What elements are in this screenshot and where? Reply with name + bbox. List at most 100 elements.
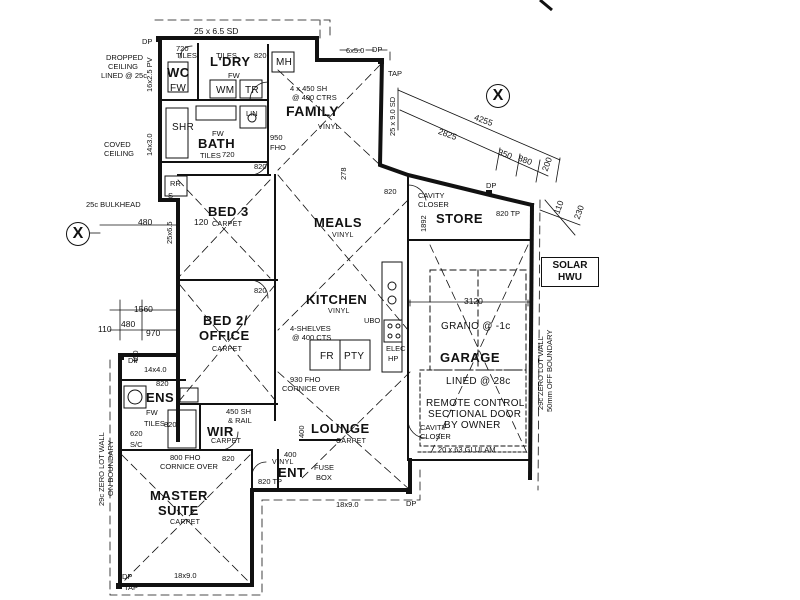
ceiling-lines [109,19,541,596]
trough-label: TR [245,85,259,96]
linen-label: LIN [246,109,258,118]
room-label-lounge: LOUNGE [311,421,370,436]
dp-ensuite: DP [128,356,139,365]
zero-lot-left-line2: ON BOUNDARY [106,440,115,496]
entry-floor: VINYL [272,459,294,466]
dim-620: 620 [130,429,143,438]
remote-door-line2: SECTIONAL DOOR [428,409,522,420]
dim-18x9-master: 18x9.0 [174,571,197,580]
fho-950-label: FHO [270,143,286,152]
shower-sc-label: S/C [130,440,143,449]
cornice-930-line1: 930 FHO [290,375,321,384]
zero-lot-right-line2: 50mm OFF BOUNDARY [545,329,554,412]
solar-hwu-line1: SOLAR [552,260,588,271]
pantry-label: PTY [344,351,365,362]
room-label-master-line2: SUITE [158,503,199,518]
room-label-bed2-line1: BED 2/ [203,313,248,328]
shelf-rail-line1: 450 SH [226,407,252,416]
dim-820-store: 820 [384,187,397,196]
bed2-floor: CARPET [212,346,243,353]
coved-ceiling-line2: CEILING [104,149,135,158]
room-label-bed3: BED 3 [208,204,249,219]
dim-14x4: 14x4.0 [144,365,167,374]
dp-store: DP [486,181,497,190]
robe-label: RR [170,179,181,188]
tiles-wc: TILES [176,51,197,60]
fuse-box-line2: BOX [316,473,332,482]
cavity-closer-garage-line1: CAVITY [420,423,447,432]
dim-3120: 3120 [464,296,483,306]
kitchen-floor: VINYL [328,308,350,315]
cornice-930-line2: CORNICE OVER [282,384,340,393]
cavity-closer-store-line2: CLOSER [418,200,449,209]
room-label-laundry: L'DRY [210,54,251,69]
master-floor: CARPET [170,519,201,526]
dim-400-b: 400 [297,425,306,438]
dim-450: 450 [131,350,140,363]
zero-lot-left-line1: 29c ZERO LOT WALL [97,432,106,506]
meals-floor: VINYL [332,232,354,239]
dim-120: 120 [194,217,209,227]
dp-lounge: DP [406,499,417,508]
room-label-store: STORE [436,211,484,226]
room-label-ensuite: ENS [146,390,175,405]
dropped-ceiling-line3: LINED @ 25c [101,71,147,80]
dim-25x9-sd: 25 x 9.0 SD [388,96,397,136]
dim-6x5: 6x5.0 [346,46,365,55]
washing-machine-label: WM [216,85,235,96]
shelf-rail-line2: & RAIL [228,416,252,425]
floor-waste-wc: FW [170,83,187,94]
dim-14x3: 14x3.0 [145,133,154,156]
manhole-label: MH [276,57,293,68]
room-label-wc: WC [167,65,190,80]
dim-820-laundry: 820 [254,51,267,60]
fridge-label: FR [320,351,334,362]
section-marker-top: X [486,84,510,108]
under-bench-oven-label: UBO [364,316,381,325]
dimension-lines [89,87,581,341]
dim-110-left: 110 [98,324,112,334]
dim-278: 278 [339,167,348,180]
cavity-closer-garage-line2: CLOSER [420,432,451,441]
internal-walls [119,43,533,491]
floor-waste-ensuite: FW [146,408,158,417]
wir-floor: CARPET [211,438,242,445]
remote-door-line3: BY OWNER [444,420,501,431]
zero-lot-right-line1: 29c ZERO LOT WALL [536,336,545,410]
dim-1560: 1560 [134,304,153,314]
dim-480-bed3: 480 [138,217,153,227]
dp-top-right: DP [372,45,383,54]
dim-1892: 1892 [419,215,428,232]
dim-820-ensuite: 820 [156,379,169,388]
cornice-800-line1: 800 FHO [170,453,201,462]
dim-720-bath: 720 [222,150,235,159]
garage-floor: GRANO @ -1c [441,321,511,332]
room-label-bath: BATH [198,136,236,151]
bed3-floor: CARPET [212,221,243,228]
room-label-kitchen: KITCHEN [306,292,368,307]
solar-hwu-line2: HWU [558,272,582,283]
garage-lining: LINED @ 28c [446,376,511,387]
tiles-ensuite: TILES [144,419,165,428]
cornice-800-line2: CORNICE OVER [160,462,218,471]
dim-970: 970 [146,328,161,338]
shower-label: SHR [172,122,195,133]
room-label-master-line1: MASTER [150,488,208,503]
family-shelves-line2: @ 400 CTRS [292,93,337,102]
kitchen-shelves-line2: @ 400 CTS [292,333,332,342]
room-label-family: FAMILY [286,103,340,119]
tap-master: TAP [124,583,139,592]
dropped-ceiling-line1: DROPPED [106,53,144,62]
fixture-lines [123,51,529,453]
room-label-bed2-line2: OFFICE [199,328,250,343]
dim-820-bed2: 820 [254,286,267,295]
dim-400-a: 400 [284,450,297,459]
tiles-laundry: TILES [216,51,237,60]
section-marker-left: X [66,222,90,246]
dim-16x2_5-pv: 16x2.5 PV [145,57,154,92]
room-label-wir: WIR [207,424,234,439]
remote-door-line1: REMOTE CONTROL [426,398,525,409]
room-label-meals: MEALS [314,215,362,230]
robe-shelf-s: S [168,191,174,200]
